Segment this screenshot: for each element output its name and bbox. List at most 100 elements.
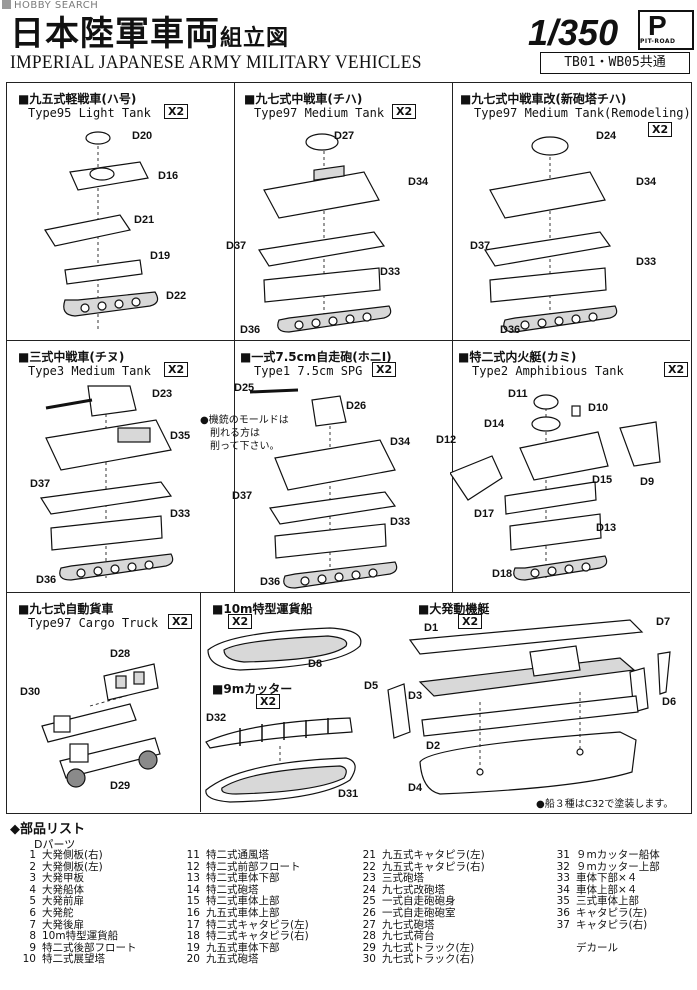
part-name: ９mカッター上部 bbox=[576, 860, 660, 873]
diagram-daihatsu bbox=[387, 619, 671, 795]
part-name: 車体上部×４ bbox=[576, 883, 638, 896]
part-name: 九七式荷台 bbox=[382, 930, 435, 943]
parts-list-item: 34 車体上部×４ bbox=[546, 883, 660, 897]
section-subtitle-type2: Type2 Amphibious Tank bbox=[472, 364, 624, 378]
diagram-type95 bbox=[44, 131, 159, 330]
part-label: D26 bbox=[346, 400, 367, 412]
part-name: 特二式後部フロート bbox=[42, 941, 137, 954]
part-number: 23 bbox=[362, 872, 376, 885]
part-number: 15 bbox=[186, 895, 200, 908]
part-name: 大発側板(左) bbox=[42, 860, 103, 873]
part-number: 26 bbox=[362, 906, 376, 919]
section-title-cutter: ■9mカッター bbox=[212, 682, 293, 696]
quantity-badge: X2 bbox=[372, 362, 397, 377]
quantity-badge: X2 bbox=[256, 694, 281, 709]
section-subtitle-type97: Type97 Medium Tank bbox=[254, 106, 385, 120]
part-number: 24 bbox=[362, 883, 376, 896]
brand-logo-icon bbox=[638, 10, 694, 50]
part-name: 九七式トラック(左) bbox=[382, 941, 475, 954]
part-label: D37 bbox=[232, 490, 253, 502]
part-name: 特二式通風塔 bbox=[206, 849, 269, 861]
part-number: 19 bbox=[186, 941, 200, 954]
part-name: 特二式前部フロート bbox=[206, 860, 301, 873]
part-label: D32 bbox=[206, 712, 227, 724]
part-name: 10m特型運貨船 bbox=[42, 930, 119, 943]
diagram-frame bbox=[6, 82, 692, 814]
part-label: D3 bbox=[408, 690, 423, 702]
part-name: 大発側板(右) bbox=[42, 849, 103, 861]
diagram-type2 bbox=[450, 394, 661, 581]
part-number: 37 bbox=[556, 918, 570, 931]
part-number: 9 bbox=[29, 941, 36, 954]
part-label: D22 bbox=[166, 290, 187, 302]
section-subtitle-truck: Type97 Cargo Truck bbox=[28, 616, 159, 630]
part-label: D8 bbox=[308, 658, 323, 670]
part-name: 九五式キャタピラ(右) bbox=[382, 860, 485, 873]
section-title-barge: ■10m特型運貨船 bbox=[212, 602, 313, 616]
part-label: D36 bbox=[500, 324, 521, 336]
part-label: D34 bbox=[408, 176, 429, 188]
section-title-type97-kai: ■九七式中戦車改(新砲塔チハ) bbox=[460, 92, 627, 106]
section-title-type2: ■特二式内火艇(カミ) bbox=[458, 350, 577, 364]
part-number: 34 bbox=[556, 883, 570, 896]
part-name: 車体下部×４ bbox=[576, 872, 638, 885]
part-name: 九五式車体上部 bbox=[206, 906, 280, 919]
part-label: D33 bbox=[380, 266, 401, 278]
part-number: 32 bbox=[556, 860, 570, 873]
part-number: 25 bbox=[362, 895, 376, 908]
part-label: D25 bbox=[234, 382, 255, 394]
part-number: 35 bbox=[556, 895, 570, 908]
part-label: D30 bbox=[20, 686, 41, 698]
title-jp: 日本陸軍車両組立図 bbox=[10, 14, 290, 54]
quantity-badge: X2 bbox=[648, 122, 673, 137]
part-name: 大発後扉 bbox=[42, 918, 84, 931]
part-number: 17 bbox=[186, 918, 200, 931]
part-number: 14 bbox=[186, 883, 200, 896]
part-label: D21 bbox=[134, 214, 155, 226]
part-name: キャタピラ(左) bbox=[576, 906, 648, 919]
note-boat-paint: ●船３種はC32で塗装します。 bbox=[536, 799, 674, 810]
part-label: D5 bbox=[364, 680, 379, 692]
part-number: 36 bbox=[556, 906, 570, 919]
section-subtitle-type1-spg: Type1 7.5cm SPG bbox=[254, 364, 363, 378]
part-label: D35 bbox=[170, 430, 191, 442]
part-name: 特二式車体下部 bbox=[206, 872, 280, 885]
part-label: D14 bbox=[484, 418, 505, 430]
part-number: 27 bbox=[362, 918, 376, 931]
note-machine-gun: ●機銃のモールドは 削れる方は 削って下さい。 bbox=[200, 415, 289, 452]
grid-divider bbox=[200, 592, 201, 812]
part-name: 大発舵 bbox=[42, 906, 74, 919]
part-label: D36 bbox=[36, 574, 57, 586]
section-subtitle-type95: Type95 Light Tank bbox=[28, 106, 151, 120]
part-number: 10 bbox=[22, 953, 36, 966]
part-name: 九五式砲塔 bbox=[206, 953, 259, 966]
grid-divider bbox=[6, 340, 690, 341]
part-number: 33 bbox=[556, 872, 570, 885]
part-label: D13 bbox=[596, 522, 617, 534]
part-label: D20 bbox=[132, 130, 153, 142]
part-number: 7 bbox=[29, 918, 36, 931]
part-number: 31 bbox=[556, 849, 570, 861]
part-label: D12 bbox=[436, 434, 457, 446]
diagram-type97 bbox=[258, 133, 392, 333]
grid-divider bbox=[6, 592, 690, 593]
product-codes: TB01・WB05共通 bbox=[540, 52, 690, 74]
quantity-badge: X2 bbox=[164, 362, 189, 377]
part-label: D18 bbox=[492, 568, 513, 580]
part-label: D1 bbox=[424, 622, 439, 634]
parts-list-subheading: Dパーツ bbox=[34, 838, 76, 851]
part-name: 特二式車体上部 bbox=[206, 895, 280, 908]
part-number: 30 bbox=[362, 953, 376, 966]
part-name: 特二式キャタピラ(左) bbox=[206, 918, 309, 931]
